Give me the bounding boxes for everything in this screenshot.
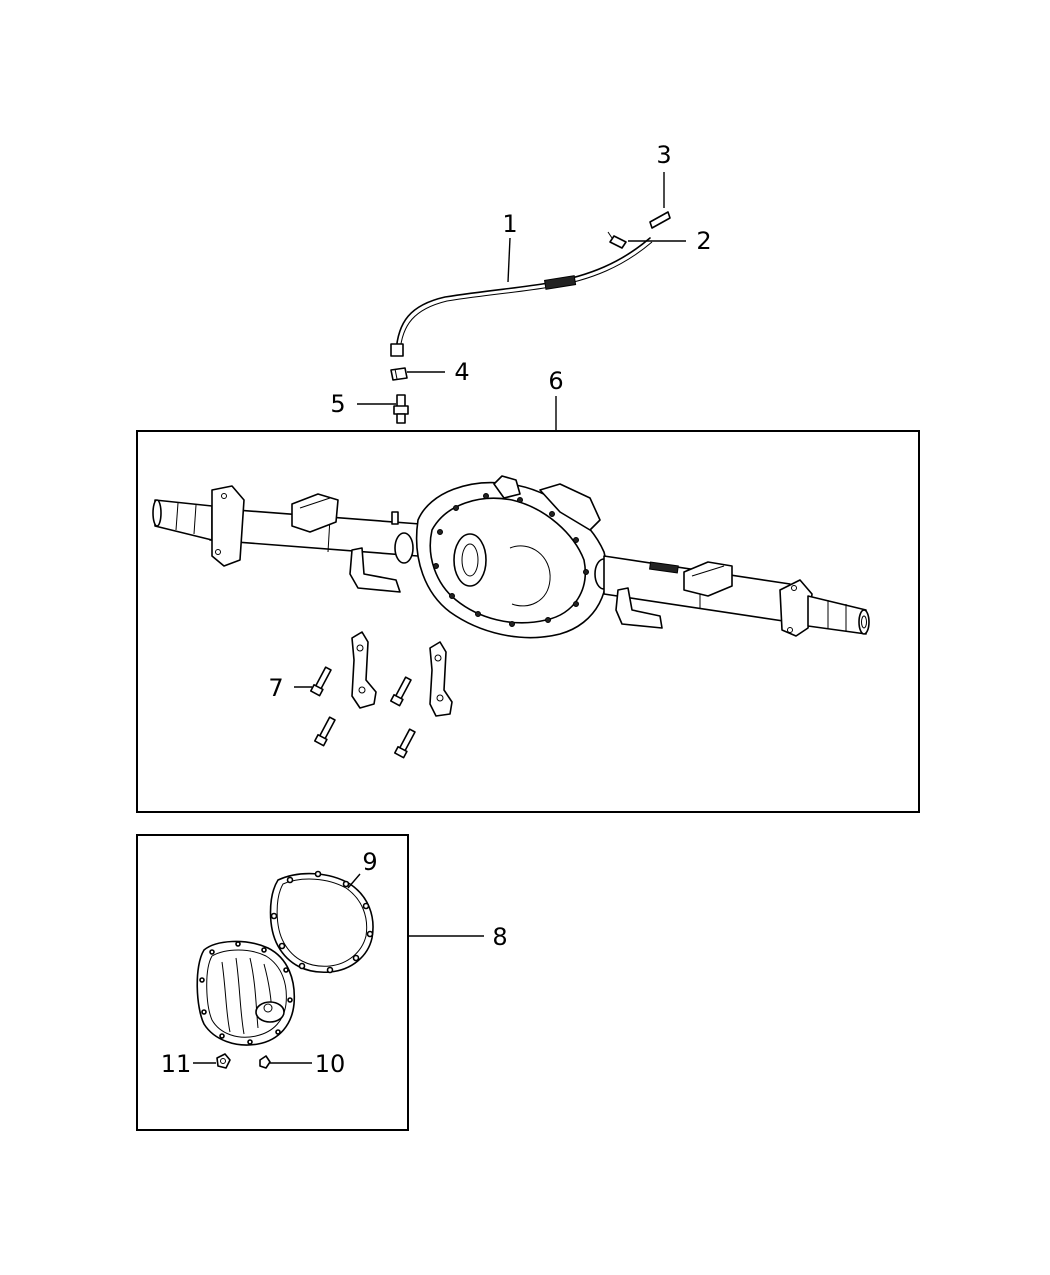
vent-cap-icon <box>649 211 671 229</box>
fill-plug-icon <box>259 1055 271 1069</box>
callout-11: 11 <box>161 1050 192 1078</box>
callout-5: 5 <box>330 390 345 418</box>
differential-cover-icon <box>196 940 296 1046</box>
callout-4: 4 <box>454 358 469 386</box>
cover-kit-box <box>136 834 409 1131</box>
leader-9 <box>347 873 361 889</box>
callout-10: 10 <box>315 1050 346 1078</box>
callout-6: 6 <box>548 367 563 395</box>
vent-hose-icon <box>390 237 653 357</box>
callout-8: 8 <box>492 923 507 951</box>
vent-fitting-icon <box>393 394 409 424</box>
axle-housing-icon <box>152 475 870 639</box>
callout-7: 7 <box>268 674 283 702</box>
callout-2: 2 <box>696 227 711 255</box>
leader-1 <box>507 237 511 283</box>
callout-3: 3 <box>656 141 671 169</box>
bolt-icon <box>309 666 416 759</box>
gasket-icon <box>269 870 374 974</box>
bracket-icon <box>351 631 453 717</box>
axle-assembly-box <box>136 430 920 813</box>
hose-clip-icon <box>607 231 627 249</box>
callout-9: 9 <box>362 848 377 876</box>
callout-1: 1 <box>502 210 517 238</box>
drain-plug-icon <box>216 1053 231 1069</box>
clamp-icon <box>390 367 408 381</box>
